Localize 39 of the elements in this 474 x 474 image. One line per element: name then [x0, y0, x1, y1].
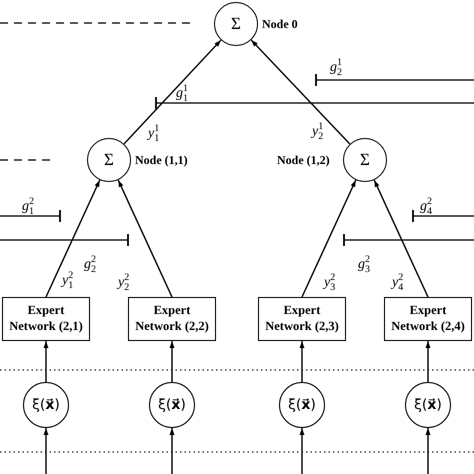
formula: ξ(x⃗) — [32, 397, 60, 413]
formula: ξ(x⃗) — [414, 397, 442, 413]
arrow — [250, 39, 350, 145]
summation-node — [343, 138, 387, 182]
node-label: Expert Network (2,3) — [264, 303, 340, 335]
sigma-symbol: Σ — [231, 14, 241, 34]
expert-network-box — [128, 297, 216, 341]
node-label: Expert Network (2,1) — [8, 303, 84, 335]
arrow — [170, 341, 174, 382]
arrow — [426, 341, 430, 382]
summation-node — [87, 138, 131, 182]
gating-function-node — [405, 382, 451, 428]
node-label: Expert Network (2,4) — [390, 303, 466, 335]
gating-function-node — [23, 382, 69, 428]
summation-node — [214, 2, 258, 46]
expert-network-box — [2, 297, 90, 341]
arrow — [45, 180, 100, 298]
arrow — [300, 341, 304, 382]
arrow — [426, 428, 430, 474]
arrow — [374, 180, 429, 298]
arrow — [301, 180, 356, 298]
expert-network-box — [258, 297, 346, 341]
node-label: Expert Network (2,2) — [134, 303, 210, 335]
arrow — [118, 180, 173, 298]
arrow — [44, 341, 48, 382]
arrow — [170, 428, 174, 474]
formula: ξ(x⃗) — [158, 397, 186, 413]
node-name: Node (1,1) — [135, 153, 188, 168]
gating-function-node — [279, 382, 325, 428]
sigma-symbol: Σ — [104, 150, 114, 170]
formula: ξ(x⃗) — [288, 397, 316, 413]
node-name: Node 0 — [262, 17, 298, 32]
arrow — [124, 40, 222, 144]
gating-function-node — [149, 382, 195, 428]
arrow — [300, 428, 304, 474]
arrow — [44, 428, 48, 474]
expert-network-box — [384, 297, 472, 341]
sigma-symbol: Σ — [360, 150, 370, 170]
node-name: Node (1,2) — [277, 153, 330, 168]
